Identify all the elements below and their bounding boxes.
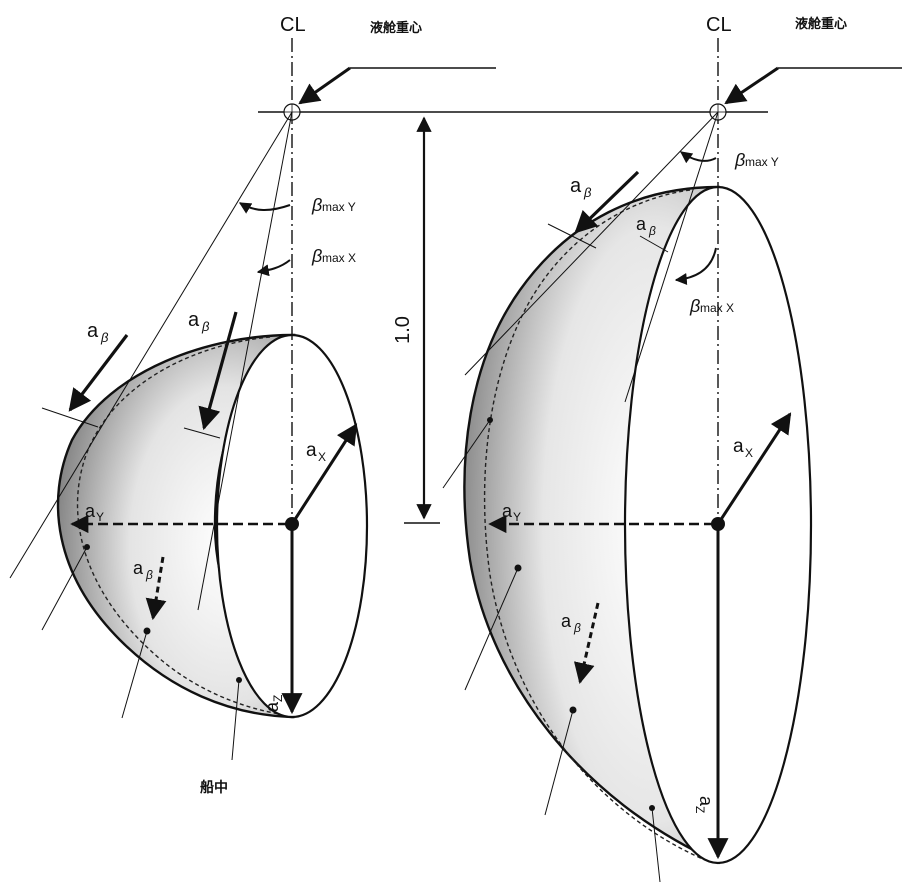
left-abeta-tick-1: [41, 407, 99, 428]
right-cog-label: 液舱重心: [795, 16, 847, 32]
left-beta-maxx-symbol: β: [311, 246, 322, 266]
left-ax-arrow: [290, 423, 358, 525]
right-leader-4: [651, 807, 661, 883]
left-beta-maxx-arc: [256, 259, 291, 277]
left-ay-label: a: [85, 501, 96, 521]
left-beta-maxy-symbol: β: [311, 195, 322, 215]
right-abeta-label-3: a: [561, 611, 572, 631]
left-leader-2: [121, 630, 148, 719]
right-cog-leader-arrow: [724, 66, 779, 105]
left-tangent-inner: [197, 111, 293, 611]
right-tangent-outer: [464, 111, 719, 376]
left-az-label: aZ: [262, 695, 285, 712]
right-beta-maxy-sub: max Y: [745, 155, 779, 169]
right-beta-maxx-symbol: β: [689, 296, 700, 316]
left-abeta-sub-1: β: [100, 330, 109, 345]
left-abeta-label-2: a: [188, 309, 200, 331]
right-abeta-dashed-arrow: [573, 602, 600, 685]
right-beta-maxy-arc: [680, 151, 717, 164]
right-leader-3: [544, 709, 574, 816]
left-cog-leader-arrow: [298, 66, 351, 105]
left-centre-dot: [285, 517, 299, 531]
left-beta-maxx-sub: max X: [322, 251, 356, 265]
left-beta-maxy-arc: [238, 202, 291, 214]
right-tank: CL 液舱重心 β max Y β max X a β a β a β a Y: [442, 14, 902, 883]
left-leader-3: [231, 679, 240, 761]
right-abeta-sub-1: β: [583, 185, 592, 200]
left-beta-maxy-sub: max Y: [322, 200, 356, 214]
right-abeta-tick-2: [639, 235, 669, 253]
right-ay-sub: Y: [513, 510, 521, 524]
right-abeta-label-1: a: [570, 175, 582, 197]
right-cl-label: CL: [706, 14, 732, 36]
right-beta-maxy-symbol: β: [734, 150, 745, 170]
right-ax-arrow: [716, 412, 792, 525]
right-abeta-sub-2: β: [648, 224, 656, 238]
right-beta-maxx-sub: max X: [700, 301, 734, 315]
left-abeta-sub-2: β: [201, 319, 210, 334]
left-cl-label: CL: [280, 14, 306, 36]
right-abeta-arrow-1: [574, 170, 640, 234]
left-abeta-dashed-arrow: [145, 556, 167, 621]
left-midship-label: 船中: [200, 779, 228, 796]
left-ax-label: a: [306, 440, 317, 461]
right-ax-label: a: [733, 436, 744, 457]
right-beta-maxx-arc: [674, 247, 717, 285]
right-az-label: aZ: [693, 796, 716, 813]
left-abeta-label-1: a: [87, 320, 99, 342]
right-abeta-tick-1: [547, 223, 597, 249]
left-tangent-outer: [9, 111, 293, 579]
left-cog-label: 液舱重心: [370, 20, 422, 36]
left-abeta-tick-2: [183, 427, 221, 439]
left-abeta-sub-3: β: [145, 568, 153, 582]
right-leader-2: [464, 567, 519, 691]
left-abeta-label-3: a: [133, 558, 144, 578]
right-abeta-label-2: a: [636, 214, 647, 234]
left-tank: CL 液舱重心 β max Y β max X a β a β a β: [9, 14, 496, 796]
right-abeta-sub-3: β: [573, 621, 581, 635]
left-ay-sub: Y: [96, 510, 104, 524]
left-abeta-arrow-1: [68, 334, 129, 412]
right-leader-1: [442, 419, 491, 489]
right-centre-dot: [711, 517, 725, 531]
right-ax-sub: X: [745, 446, 753, 460]
left-ax-sub: X: [318, 450, 326, 464]
right-ay-label: a: [502, 501, 513, 521]
dimension-label: 1.0: [392, 316, 414, 344]
left-leader-1: [41, 546, 88, 631]
left-abeta-arrow-2: [198, 311, 238, 431]
